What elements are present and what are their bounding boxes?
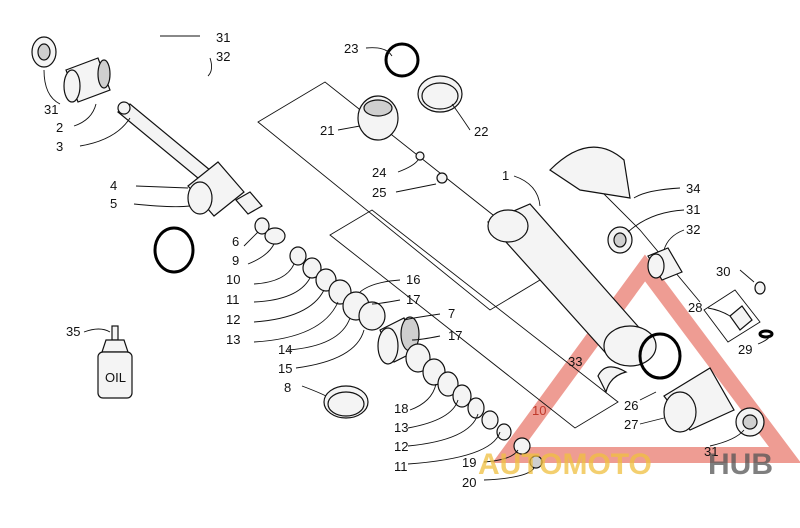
watermark-logo: AUTOMOTO HUB: [478, 448, 773, 481]
reservoir-outline: [599, 189, 701, 303]
valve-outline: [703, 289, 761, 343]
label-8: 8: [284, 380, 291, 395]
label-15: 15: [278, 361, 292, 376]
label-29: 29: [738, 342, 752, 357]
label-2: 2: [56, 120, 63, 135]
heat-shield: [549, 146, 631, 199]
label-35: 35: [66, 324, 80, 339]
washer-stack: [254, 217, 386, 331]
label-27: 27: [624, 417, 638, 432]
label-20: 20: [462, 475, 476, 490]
label-4: 4: [110, 178, 117, 193]
label-23: 23: [344, 41, 358, 56]
washer-stack-lower: [405, 343, 543, 469]
label-12-right: 12: [394, 439, 408, 454]
body-assembly-outline: [329, 209, 619, 429]
callout-labels: 31 32 31 2 3 4 5 23 21 22 24 25 1 34 31 …: [44, 30, 752, 490]
label-13-left: 13: [226, 332, 240, 347]
ring-22: [417, 75, 463, 113]
ball-24: [415, 151, 425, 161]
label-17-lower: 17: [448, 328, 462, 343]
bearing-ring-8: [323, 385, 369, 419]
label-28: 28: [688, 300, 702, 315]
label-30: 30: [716, 264, 730, 279]
shock-body: [486, 203, 657, 367]
label-11-right: 11: [394, 459, 408, 474]
label-24: 24: [372, 165, 386, 180]
reservoir-end: [663, 367, 735, 433]
seal-top-left: [31, 36, 57, 68]
oil-bottle-text: OIL: [105, 370, 126, 385]
seal-right: [607, 226, 633, 254]
label-13-right: 13: [394, 420, 408, 435]
label-31-bottom: 31: [704, 444, 718, 459]
label-34: 34: [686, 181, 700, 196]
label-11-left: 11: [226, 292, 240, 307]
label-9: 9: [232, 253, 239, 268]
o-ring-26: [638, 332, 682, 380]
bearing-cap-21: [357, 95, 399, 141]
valve-25: [436, 172, 448, 184]
label-31-top: 31: [216, 30, 230, 45]
piston-rod: [116, 101, 224, 189]
label-14: 14: [278, 342, 292, 357]
label-26: 26: [624, 398, 638, 413]
label-22: 22: [474, 124, 488, 139]
label-21: 21: [320, 123, 334, 138]
label-5: 5: [110, 196, 117, 211]
label-7: 7: [448, 306, 455, 321]
oil-bottle: [97, 325, 133, 399]
label-33: 33: [568, 354, 582, 369]
watermark-text-automoto: AUTOMOTO: [478, 448, 652, 481]
label-10-left: 10: [226, 272, 240, 287]
label-25: 25: [372, 185, 386, 200]
watermark-triangle: [492, 254, 800, 463]
clip-33: [597, 366, 628, 394]
label-12-left: 12: [226, 312, 240, 327]
label-31-left: 31: [44, 102, 58, 117]
label-3: 3: [56, 139, 63, 154]
bushing-top: [63, 57, 111, 103]
label-32-top: 32: [216, 49, 230, 64]
o-ring-23: [384, 42, 420, 78]
label-32-right: 32: [686, 222, 700, 237]
rod-end-housing: [187, 161, 263, 217]
valve-28: [729, 305, 753, 331]
label-31-right: 31: [686, 202, 700, 217]
o-ring-29: [758, 329, 774, 339]
label-17-upper: 17: [406, 292, 420, 307]
label-1: 1: [502, 168, 509, 183]
label-16: 16: [406, 272, 420, 287]
watermark-text-hub: HUB: [708, 448, 773, 481]
label-10-right: 10: [532, 403, 546, 418]
label-19: 19: [462, 455, 476, 470]
label-18: 18: [394, 401, 408, 416]
bushing-right: [647, 247, 683, 281]
label-6: 6: [232, 234, 239, 249]
leader-lines: [43, 35, 771, 481]
screw-30: [754, 281, 766, 295]
o-ring-5: [153, 226, 195, 274]
seal-bottom-right: [735, 407, 765, 437]
